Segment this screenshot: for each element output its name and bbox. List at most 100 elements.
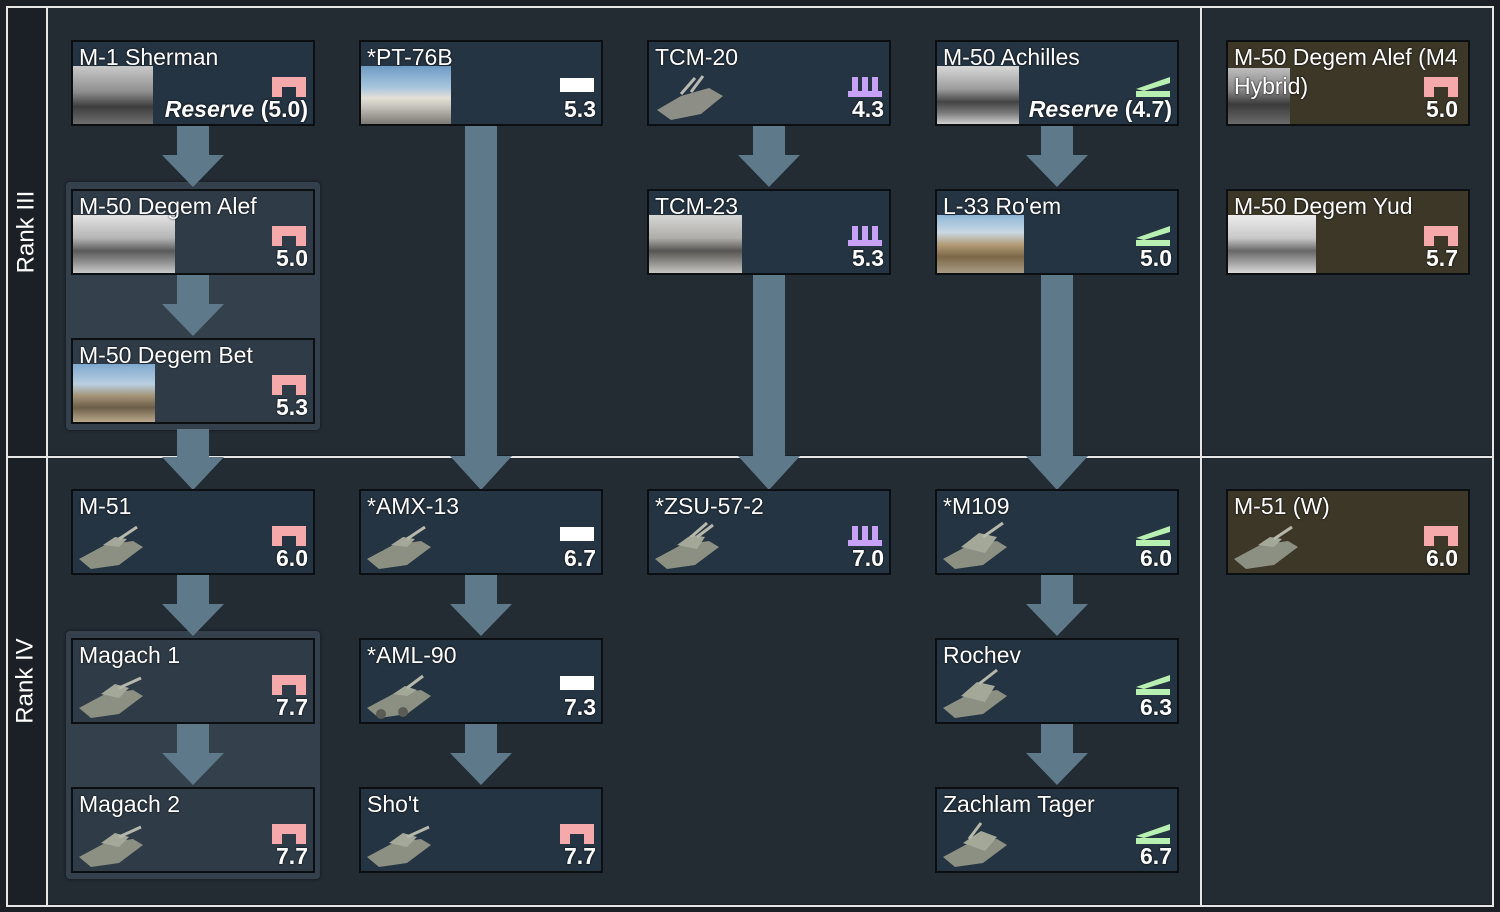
medium-tank-icon: [272, 526, 306, 546]
battle-rating: 5.3: [852, 245, 884, 271]
arrow-m1-sherman-to-m50-alef: [162, 125, 224, 187]
arrow-m50-alef-to-m50-bet: [162, 274, 224, 336]
rank-label-divider-3: [46, 6, 48, 458]
premium-divider-4: [1200, 456, 1202, 907]
vehicle-model-icon: [79, 825, 143, 867]
arrow-m50-bet-to-m51: [162, 429, 224, 490]
arrow-aml90-to-shot: [450, 723, 512, 785]
vehicle-card-amx13[interactable]: *AMX-13 6.7: [359, 489, 603, 575]
vehicle-card-m50-degem-alef-m4-hybrid[interactable]: M-50 Degem Alef (M4 Hybrid) 5.0: [1226, 40, 1470, 126]
vehicle-model-icon: [943, 822, 1007, 867]
vehicle-card-magach1[interactable]: Magach 1 7.7: [71, 638, 315, 724]
battle-rating: 6.0: [276, 545, 308, 571]
battle-rating: 7.0: [852, 545, 884, 571]
vehicle-photo: [649, 215, 742, 273]
vehicle-name: Magach 2: [79, 791, 181, 817]
vehicle-model-icon: [367, 674, 431, 719]
vehicle-card-m1-sherman[interactable]: M-1 Sherman Reserve (5.0): [71, 40, 315, 126]
vehicle-card-magach2[interactable]: Magach 2 7.7: [71, 787, 315, 873]
vehicle-model-icon: [79, 525, 143, 569]
medium-tank-icon: [560, 824, 594, 844]
vehicle-name: *ZSU-57-2: [655, 493, 764, 519]
medium-tank-icon: [272, 675, 306, 695]
arrow-m109-to-rochev: [1026, 574, 1088, 636]
vehicle-card-l33-roem[interactable]: L-33 Ro'em 5.0: [935, 189, 1179, 275]
light-tank-icon: [560, 676, 594, 690]
battle-rating: 6.0: [1426, 545, 1458, 571]
premium-divider-3: [1200, 6, 1202, 458]
medium-tank-icon: [1424, 526, 1458, 546]
arrow-achilles-to-l33: [1026, 125, 1088, 187]
vehicle-card-rochev[interactable]: Rochev 6.3: [935, 638, 1179, 724]
vehicle-card-tcm20[interactable]: TCM-20 4.3: [647, 40, 891, 126]
vehicle-photo: [73, 364, 155, 422]
vehicle-name: M-50 Achilles: [943, 44, 1080, 70]
light-tank-icon: [560, 527, 594, 541]
medium-tank-icon: [1424, 77, 1458, 97]
vehicle-model-icon: [655, 521, 719, 569]
battle-rating: 7.7: [276, 843, 308, 869]
vehicle-card-aml90[interactable]: *AML-90 7.3: [359, 638, 603, 724]
vehicle-card-zsu57[interactable]: *ZSU-57-2 7.0: [647, 489, 891, 575]
vehicle-model-icon: [657, 75, 723, 120]
vehicle-model-icon: [943, 668, 1007, 718]
vehicle-name: M-51 (W): [1234, 493, 1330, 519]
vehicle-photo: [937, 66, 1019, 124]
spaa-icon: [848, 526, 882, 546]
vehicle-card-m50-achilles[interactable]: M-50 Achilles Reserve (4.7): [935, 40, 1179, 126]
vehicle-card-m50-degem-bet[interactable]: M-50 Degem Bet 5.3: [71, 338, 315, 424]
rank-3-label: Rank III: [12, 190, 40, 273]
vehicle-photo: [73, 215, 175, 273]
medium-tank-icon: [272, 824, 306, 844]
vehicle-model-icon: [367, 525, 431, 569]
battle-rating: 5.0: [1426, 96, 1458, 122]
vehicle-card-m109[interactable]: *M109 6.0: [935, 489, 1179, 575]
battle-rating: 6.7: [1140, 843, 1172, 869]
vehicle-name: Zachlam Tager: [943, 791, 1095, 817]
vehicle-card-shot[interactable]: Sho't 7.7: [359, 787, 603, 873]
arrow-m51-to-magach1: [162, 574, 224, 636]
vehicle-model-icon: [367, 825, 431, 867]
battle-rating: 7.7: [276, 694, 308, 720]
tank-destroyer-icon: [1136, 526, 1170, 546]
vehicle-name: Sho't: [367, 791, 419, 817]
rank-label-divider-4: [46, 456, 48, 907]
vehicle-name: *AML-90: [367, 642, 457, 668]
vehicle-card-pt76b[interactable]: *PT-76B 5.3: [359, 40, 603, 126]
battle-rating: 5.3: [564, 96, 596, 122]
vehicle-name: M-1 Sherman: [79, 44, 219, 70]
vehicle-model-icon: [79, 676, 143, 718]
vehicle-name: M-50 Degem Alef: [79, 193, 257, 219]
battle-rating: 7.3: [564, 694, 596, 720]
arrow-tcm20-to-tcm23: [738, 125, 800, 187]
vehicle-model-icon: [943, 521, 1007, 569]
vehicle-photo: [73, 66, 153, 124]
battle-rating: 7.7: [564, 843, 596, 869]
vehicle-name: M-50 Degem Bet: [79, 342, 253, 368]
light-tank-icon: [560, 78, 594, 92]
vehicle-card-m50-degem-alef[interactable]: M-50 Degem Alef 5.0: [71, 189, 315, 275]
medium-tank-icon: [1424, 226, 1458, 246]
vehicle-card-m50-degem-yud[interactable]: M-50 Degem Yud 5.7: [1226, 189, 1470, 275]
battle-rating: 5.0: [276, 245, 308, 271]
vehicle-card-m51-w[interactable]: M-51 (W) 6.0: [1226, 489, 1470, 575]
battle-rating: 5.0: [1140, 245, 1172, 271]
vehicle-card-zachlam-tager[interactable]: Zachlam Tager 6.7: [935, 787, 1179, 873]
vehicle-name: L-33 Ro'em: [943, 193, 1062, 219]
arrow-tcm23-to-zsu57: [738, 274, 800, 490]
vehicle-name: M-50 Degem Alef (M4 Hybrid): [1234, 44, 1458, 99]
vehicle-photo: [1228, 68, 1290, 124]
vehicle-name: Rochev: [943, 642, 1021, 668]
tank-destroyer-icon: [1136, 824, 1170, 844]
tank-destroyer-icon: [1136, 77, 1170, 97]
vehicle-name: *AMX-13: [367, 493, 460, 519]
vehicle-card-m51[interactable]: M-51 6.0: [71, 489, 315, 575]
medium-tank-icon: [272, 226, 306, 246]
tank-destroyer-icon: [1136, 675, 1170, 695]
battle-rating: Reserve (5.0): [164, 96, 308, 122]
arrow-pt76b-to-amx13: [450, 125, 512, 490]
vehicle-card-tcm23[interactable]: TCM-23 5.3: [647, 189, 891, 275]
arrow-l33-to-m109: [1026, 274, 1088, 490]
vehicle-photo: [1228, 215, 1316, 273]
